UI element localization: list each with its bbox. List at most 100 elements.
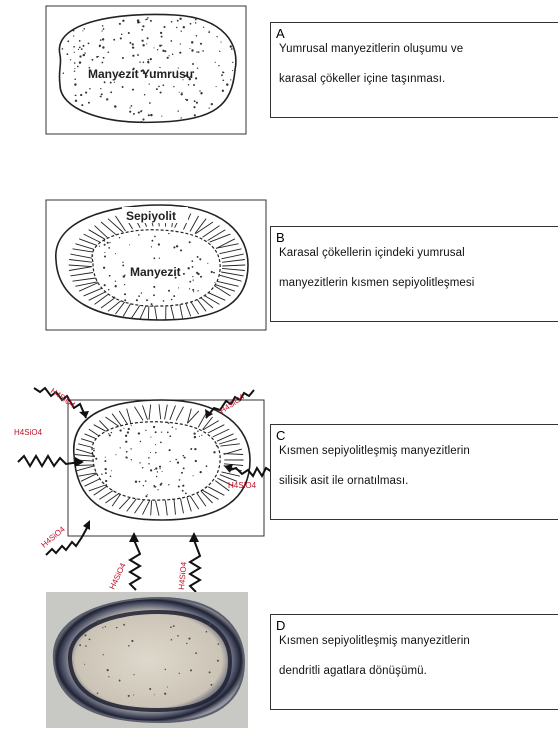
- texture-dot: [169, 449, 171, 451]
- texture-dot: [193, 106, 195, 108]
- texture-dot: [156, 88, 158, 90]
- texture-dot: [191, 260, 193, 262]
- texture-dot: [146, 43, 147, 44]
- texture-dot: [97, 620, 99, 622]
- texture-dot: [190, 448, 192, 450]
- texture-dot: [77, 66, 79, 68]
- texture-dot: [62, 48, 64, 50]
- texture-dot: [83, 54, 85, 56]
- label-magnesite: Manyezit: [130, 265, 181, 279]
- texture-dot: [108, 247, 110, 249]
- texture-dot: [193, 279, 194, 280]
- texture-dot: [123, 624, 125, 626]
- texture-dot: [207, 263, 208, 264]
- texture-dot: [194, 436, 196, 438]
- texture-dot: [125, 435, 127, 437]
- texture-dot: [221, 42, 222, 43]
- panel-d-line-2: dendritli agatlara dönüşümü.: [279, 664, 558, 678]
- acid-label-bottom-right: H4SiO4: [177, 561, 188, 590]
- texture-dot: [195, 77, 197, 79]
- texture-dot: [200, 276, 202, 278]
- texture-dot: [81, 48, 83, 50]
- texture-dot: [148, 457, 150, 459]
- texture-dot: [183, 467, 185, 469]
- texture-dot: [199, 436, 200, 437]
- texture-dot: [100, 88, 101, 89]
- texture-dot: [127, 431, 129, 433]
- texture-dot: [200, 471, 202, 473]
- texture-dot: [193, 475, 194, 476]
- texture-dot: [183, 26, 185, 28]
- texture-dot: [222, 79, 224, 81]
- texture-dot: [74, 70, 75, 71]
- texture-dot: [145, 495, 147, 497]
- texture-dot: [125, 441, 127, 443]
- texture-dot: [133, 674, 134, 675]
- texture-dot: [197, 256, 199, 258]
- texture-dot: [211, 271, 213, 273]
- texture-dot: [199, 90, 200, 91]
- texture-dot: [168, 290, 170, 292]
- texture-dot: [138, 234, 140, 236]
- texture-dot: [188, 267, 190, 269]
- texture-dot: [102, 62, 104, 64]
- texture-dot: [122, 57, 124, 59]
- texture-dot: [181, 472, 183, 474]
- texture-dot: [161, 116, 162, 117]
- texture-dot: [145, 480, 147, 482]
- texture-dot: [79, 644, 81, 646]
- texture-dot: [115, 281, 116, 282]
- texture-dot: [132, 43, 134, 45]
- texture-dot: [138, 295, 140, 297]
- texture-dot: [128, 645, 130, 647]
- texture-dot: [177, 20, 179, 22]
- texture-dot: [223, 72, 224, 73]
- texture-dot: [211, 103, 213, 105]
- texture-dot: [106, 98, 108, 100]
- texture-dot: [159, 45, 161, 47]
- texture-dot: [109, 275, 111, 277]
- texture-dot: [195, 22, 197, 24]
- texture-dot: [124, 293, 126, 295]
- texture-dot: [128, 428, 130, 430]
- texture-dot: [129, 111, 131, 113]
- panel-a-line-2: karasal çökeller içine taşınması.: [279, 72, 558, 86]
- texture-dot: [119, 680, 121, 682]
- texture-dot: [63, 72, 64, 73]
- texture-dot: [163, 300, 165, 302]
- texture-dot: [161, 431, 162, 432]
- texture-dot: [181, 117, 182, 118]
- texture-dot: [200, 92, 202, 94]
- texture-dot: [115, 253, 116, 254]
- texture-dot: [190, 23, 192, 25]
- texture-dot: [159, 257, 160, 258]
- texture-dot: [199, 258, 201, 260]
- texture-dot: [191, 41, 193, 43]
- texture-dot: [153, 47, 154, 48]
- texture-dot: [110, 91, 112, 93]
- texture-dot: [160, 32, 162, 34]
- texture-dot: [175, 428, 176, 429]
- texture-dot: [206, 631, 208, 633]
- texture-dot: [168, 484, 169, 485]
- texture-dot: [192, 266, 194, 268]
- texture-dot: [75, 95, 76, 96]
- texture-dot: [105, 480, 107, 482]
- texture-dot: [189, 281, 191, 283]
- texture-dot: [136, 299, 138, 301]
- texture-dot: [196, 35, 198, 37]
- texture-dot: [211, 684, 213, 686]
- texture-dot: [150, 437, 151, 438]
- texture-dot: [104, 240, 105, 241]
- texture-dot: [219, 51, 220, 52]
- texture-dot: [193, 432, 195, 434]
- magnesite-core-c: [92, 422, 220, 500]
- texture-dot: [92, 255, 93, 256]
- texture-dot: [188, 84, 189, 85]
- texture-dot: [79, 47, 81, 49]
- texture-dot: [97, 693, 99, 695]
- texture-dot: [148, 463, 150, 465]
- texture-dot: [107, 242, 109, 244]
- texture-dot: [206, 465, 208, 467]
- texture-dot: [160, 91, 162, 93]
